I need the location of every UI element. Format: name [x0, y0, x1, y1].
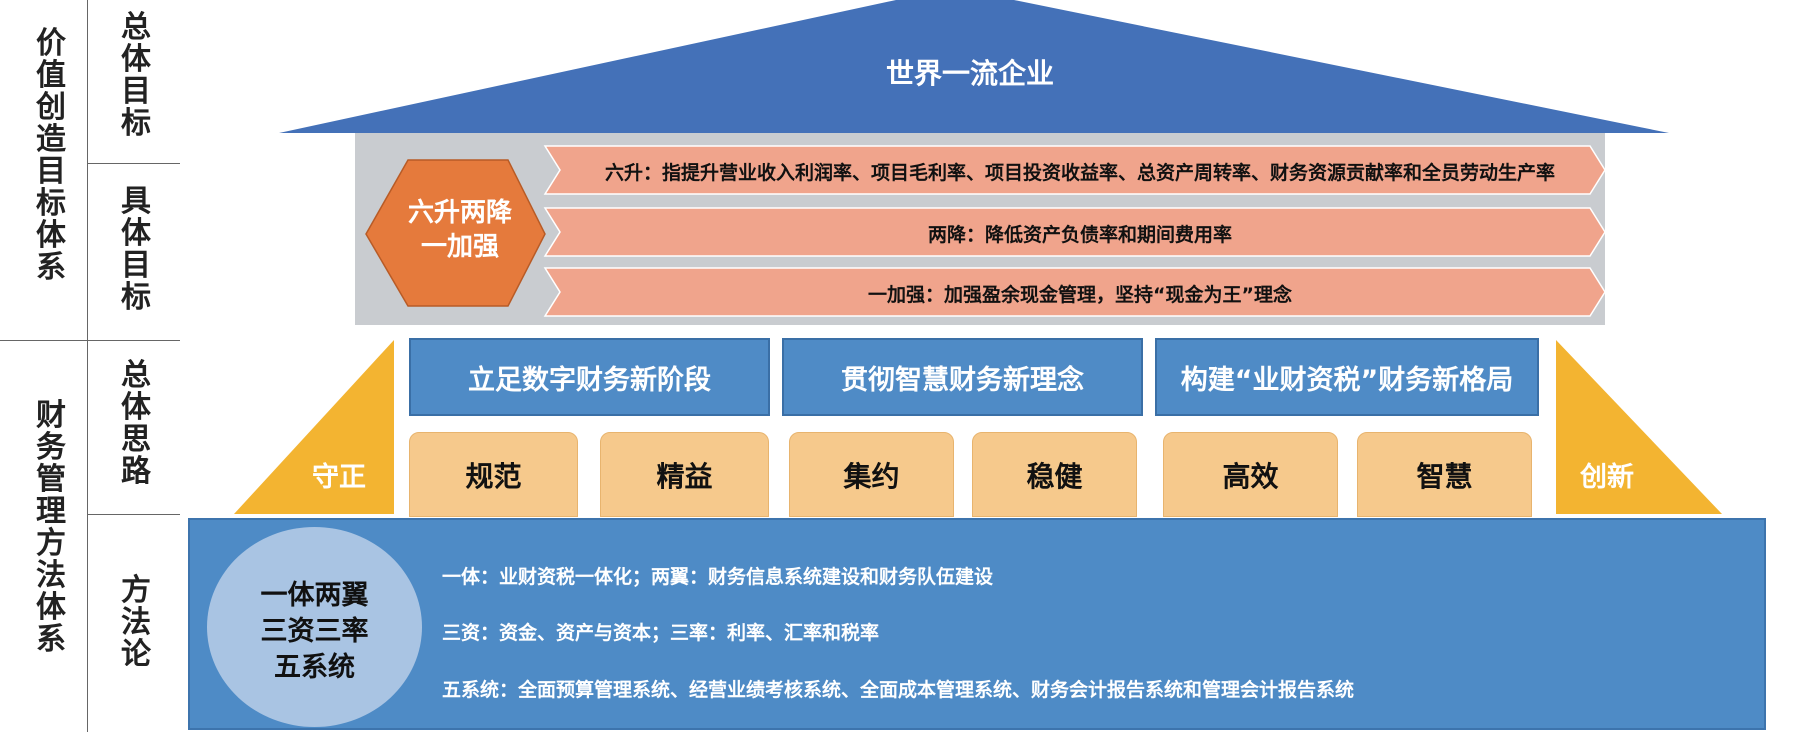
side-label-chuangxin: 创新 [1580, 462, 1634, 493]
system-label-financial-method: 财务管理方法体系 [36, 398, 66, 657]
row-label-overall-goal: 总体目标 [121, 10, 151, 141]
roof-title: 世界一流企业 [885, 57, 1054, 90]
thinking-box-3: 构建“业财资税”财务新格局 [1155, 338, 1539, 416]
methodology-circle-text: 一体两翼 三资三率 五系统 [260, 580, 369, 683]
row-label-specific-goal: 具体目标 [121, 184, 151, 315]
thinking-box-1: 立足数字财务新阶段 [409, 338, 770, 416]
left-divider [87, 0, 88, 732]
side-label-shouzheng: 守正 [312, 462, 366, 493]
thinking-box-2: 贯彻智慧财务新理念 [782, 338, 1143, 416]
principle-box-jingyi: 精益 [600, 432, 769, 517]
right-gold-triangle [1556, 340, 1722, 514]
method-line-1: 一体：业财资税一体化；两翼：财务信息系统建设和财务队伍建设 [442, 566, 994, 588]
arrow-text-six-up: 六升：指提升营业收入利润率、项目毛利率、项目投资收益率、总资产周转率、财务资源贡… [604, 162, 1555, 184]
roof-triangle [279, 0, 1669, 133]
system-label-value-creation: 价值创造目标体系 [36, 26, 66, 285]
arrow-one-strengthen [543, 267, 1606, 317]
methodology-base [188, 518, 1766, 730]
method-line-2: 三资：资金、资产与资本；三率：利率、汇率和税率 [442, 622, 880, 644]
hexagon-badge [365, 159, 546, 307]
principle-box-guifan: 规范 [409, 432, 578, 517]
row-divider-1 [88, 163, 180, 164]
methodology-circle [207, 527, 422, 727]
arrow-six-up [543, 145, 1606, 195]
system-divider [0, 340, 180, 341]
row-divider-3 [88, 514, 180, 515]
arrow-two-down [543, 207, 1606, 257]
principle-box-zhihui: 智慧 [1357, 432, 1532, 517]
arrow-text-one-strengthen: 一加强：加强盈余现金管理，坚持“现金为王”理念 [868, 284, 1292, 306]
side-triangles [234, 340, 1722, 514]
principle-box-jiyue: 集约 [789, 432, 954, 517]
method-line-3: 五系统：全面预算管理系统、经营业绩考核系统、全面成本管理系统、财务会计报告系统和… [442, 679, 1355, 701]
specific-goal-arrows [365, 145, 1606, 317]
hexagon-text: 六升两降 一加强 [407, 198, 512, 262]
left-gold-triangle [234, 340, 394, 514]
principle-box-wenjian: 稳健 [972, 432, 1137, 517]
row-label-overall-thinking: 总体思路 [121, 358, 151, 489]
row-label-methodology: 方法论 [121, 573, 151, 672]
principle-box-gaoxiao: 高效 [1163, 432, 1338, 517]
arrow-text-two-down: 两降：降低资产负债率和期间费用率 [927, 224, 1232, 246]
